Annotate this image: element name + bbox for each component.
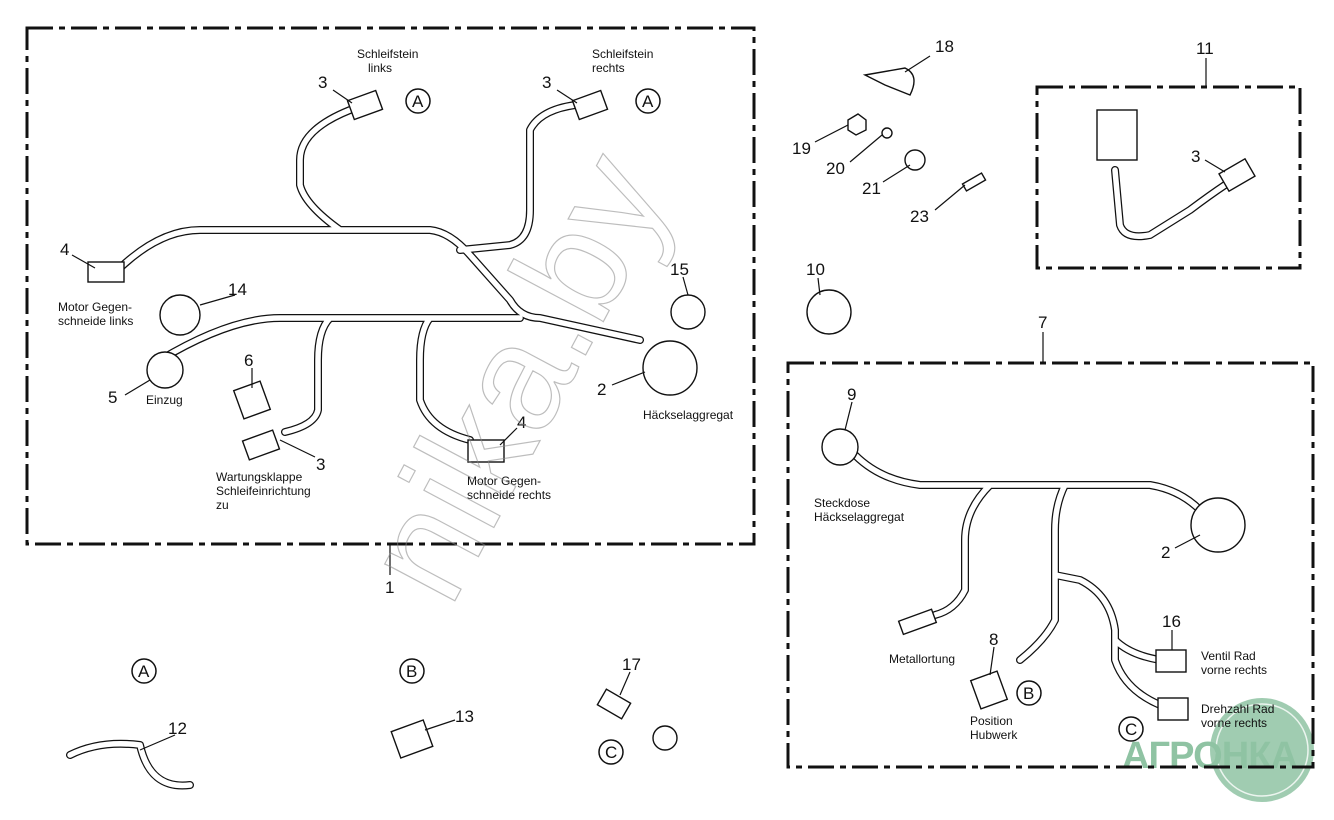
connector-16 (1155, 649, 1187, 673)
callout: 11 (1196, 39, 1214, 58)
connector-3 (241, 429, 281, 461)
callout: 8 (989, 630, 998, 649)
label-steckdose: Häckselaggregat (814, 510, 905, 524)
label-einzug: Einzug (146, 393, 183, 407)
callout: 21 (862, 179, 881, 198)
leader-lines (71, 55, 1226, 751)
ref-letter-c: C (1125, 720, 1137, 739)
label-drehzahl-rad: vorne rechts (1201, 716, 1267, 730)
label-wartungsklappe: Wartungsklappe (216, 470, 303, 484)
callout: 20 (826, 159, 845, 178)
connector-6 (232, 380, 272, 420)
label-wartungsklappe: Schleifeinrichtung (216, 484, 311, 498)
callout: 6 (244, 351, 253, 370)
harness-group-11-box (1035, 85, 1302, 270)
connector-14 (159, 294, 201, 336)
callout: 2 (1161, 543, 1170, 562)
harness-11-wire (1111, 166, 1229, 241)
logo-text: АГРОНКА (1122, 735, 1298, 777)
callout: 1 (385, 578, 394, 597)
harness-group-7-box (786, 361, 1315, 769)
connector-3 (346, 89, 384, 121)
callout: 4 (60, 240, 69, 259)
label-schleifstein-links: links (368, 61, 392, 75)
part-labels: Schleifstein links Schleifstein rechts M… (58, 47, 1274, 742)
nut-19 (847, 113, 867, 136)
callout: 17 (622, 655, 641, 674)
ref-letter-b: B (406, 662, 417, 681)
connector-13 (390, 719, 434, 759)
label-haeckselaggregat: Häckselaggregat (643, 408, 734, 422)
connector-5 (146, 351, 184, 389)
connector-3 (571, 89, 609, 121)
label-ventil-rad: vorne rechts (1201, 663, 1267, 677)
connector-8 (969, 670, 1009, 710)
reference-letters: A A A B B C C (131, 88, 1144, 765)
callout: 3 (542, 73, 551, 92)
sensor-17 (596, 688, 632, 720)
screw-23 (961, 172, 987, 192)
label-drehzahl-rad: Drehzahl Rad (1201, 702, 1274, 716)
callout: 10 (806, 260, 825, 279)
harness-7-wires (851, 451, 1204, 709)
callout: 12 (168, 719, 187, 738)
callout: 2 (597, 380, 606, 399)
connectors (87, 67, 1256, 759)
connector-9 (821, 428, 859, 466)
connector-2 (642, 340, 698, 396)
label-schleifstein-rechts: Schleifstein (592, 47, 653, 61)
connector-3 (1218, 157, 1256, 193)
label-motor-links: Motor Gegen- (58, 300, 132, 314)
metal-detector-sensor (897, 608, 938, 636)
bracket-18 (862, 67, 915, 96)
label-position-hubwerk: Position (970, 714, 1013, 728)
ref-letter-a: A (412, 92, 424, 111)
sensor-box-11 (1096, 109, 1138, 161)
connector-4 (87, 261, 125, 283)
ref-letter-a: A (642, 92, 654, 111)
callout: 16 (1162, 612, 1181, 631)
callout-numbers: 3 3 4 14 5 6 3 4 15 2 1 18 19 20 21 23 1… (60, 37, 1214, 738)
label-schleifstein-links: Schleifstein (357, 47, 418, 61)
label-steckdose: Steckdose (814, 496, 870, 510)
callout: 18 (935, 37, 954, 56)
harness-1-wires (116, 101, 644, 444)
connector-15 (670, 294, 706, 330)
callout: 3 (1191, 147, 1200, 166)
connector-10 (806, 289, 852, 335)
ref-letter-a: A (138, 662, 150, 681)
ref-letter-c: C (605, 743, 617, 762)
label-motor-rechts: schneide rechts (467, 488, 551, 502)
sensor-17-mount (652, 725, 678, 751)
label-motor-links: schneide links (58, 314, 133, 328)
label-motor-rechts: Motor Gegen- (467, 474, 541, 488)
callout: 4 (517, 413, 526, 432)
connector-4 (467, 439, 505, 463)
clamp-21 (904, 149, 926, 171)
connector-drehzahl (1157, 697, 1189, 721)
label-metallortung: Metallortung (889, 652, 955, 666)
label-ventil-rad: Ventil Rad (1201, 649, 1256, 663)
callout: 3 (316, 455, 325, 474)
callout: 19 (792, 139, 811, 158)
callout: 13 (455, 707, 474, 726)
callout: 23 (910, 207, 929, 226)
callout: 7 (1038, 313, 1047, 332)
label-wartungsklappe: zu (216, 498, 229, 512)
ref-letter-b: B (1023, 684, 1034, 703)
connector-2 (1190, 497, 1246, 553)
callout: 14 (228, 280, 247, 299)
label-position-hubwerk: Hubwerk (970, 728, 1018, 742)
agronka-logo: АГРОНКА (1122, 698, 1314, 802)
callout: 3 (318, 73, 327, 92)
callout: 15 (670, 260, 689, 279)
label-schleifstein-rechts: rechts (592, 61, 625, 75)
callout: 5 (108, 388, 117, 407)
washer-20 (881, 127, 893, 139)
callout: 9 (847, 385, 856, 404)
